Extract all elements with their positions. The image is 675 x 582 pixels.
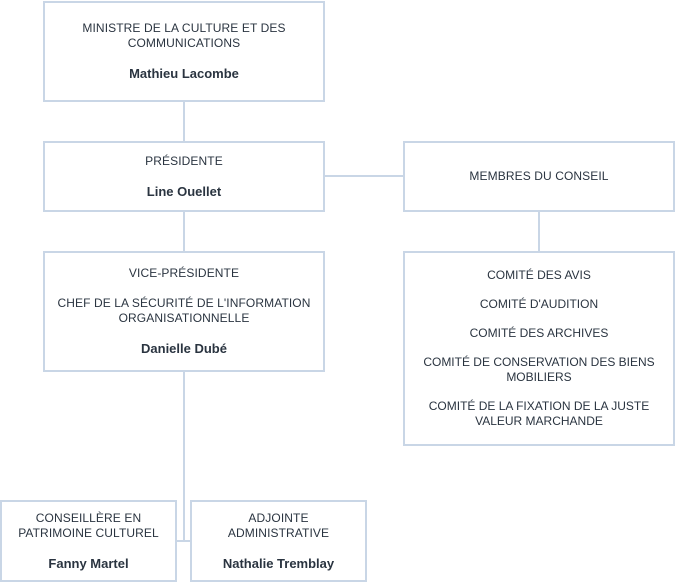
council-title: MEMBRES DU CONSEIL <box>469 169 609 183</box>
minister-name: Mathieu Lacombe <box>129 66 239 81</box>
president-title: PRÉSIDENTE <box>145 153 223 168</box>
connector-president-council <box>324 175 404 177</box>
connector-staff-branch <box>175 540 191 542</box>
connector-president-vicepresident <box>183 211 185 251</box>
assistant-box: ADJOINTE ADMINISTRATIVE Nathalie Trembla… <box>190 500 367 582</box>
president-name: Line Ouellet <box>146 183 222 199</box>
connector-vicepresident-staff <box>183 371 185 541</box>
committee-item: COMITÉ DE CONSERVATION DES BIENS MOBILIE… <box>423 355 655 384</box>
minister-title: MINISTRE DE LA CULTURE ET DES COMMUNICAT… <box>82 21 286 50</box>
advisor-box: CONSEILLÈRE EN PATRIMOINE CULTUREL Fanny… <box>0 500 177 582</box>
vice-president-box: VICE-PRÉSIDENTE CHEF DE LA SÉCURITÉ DE L… <box>43 251 325 372</box>
assistant-title: ADJOINTE ADMINISTRATIVE <box>227 510 330 540</box>
committee-item: COMITÉ D'AUDITION <box>479 297 599 311</box>
vice-president-title: VICE-PRÉSIDENTE <box>128 266 240 280</box>
vice-president-subtitle: CHEF DE LA SÉCURITÉ DE L'INFORMATION ORG… <box>57 296 311 325</box>
connector-minister-president <box>183 101 185 141</box>
council-box: MEMBRES DU CONSEIL <box>403 141 675 212</box>
committee-item: COMITÉ DE LA FIXATION DE LA JUSTE VALEUR… <box>428 399 650 428</box>
committees-box: COMITÉ DES AVIS COMITÉ D'AUDITION COMITÉ… <box>403 251 675 446</box>
minister-box: MINISTRE DE LA CULTURE ET DES COMMUNICAT… <box>43 1 325 102</box>
connector-council-committees <box>538 211 540 251</box>
assistant-name: Nathalie Tremblay <box>222 555 335 571</box>
committee-item: COMITÉ DES ARCHIVES <box>469 326 609 340</box>
committee-item: COMITÉ DES AVIS <box>487 268 591 282</box>
president-box: PRÉSIDENTE Line Ouellet <box>43 141 325 212</box>
advisor-title: CONSEILLÈRE EN PATRIMOINE CULTUREL <box>18 510 159 540</box>
vice-president-name: Danielle Dubé <box>141 341 227 356</box>
advisor-name: Fanny Martel <box>48 555 129 571</box>
